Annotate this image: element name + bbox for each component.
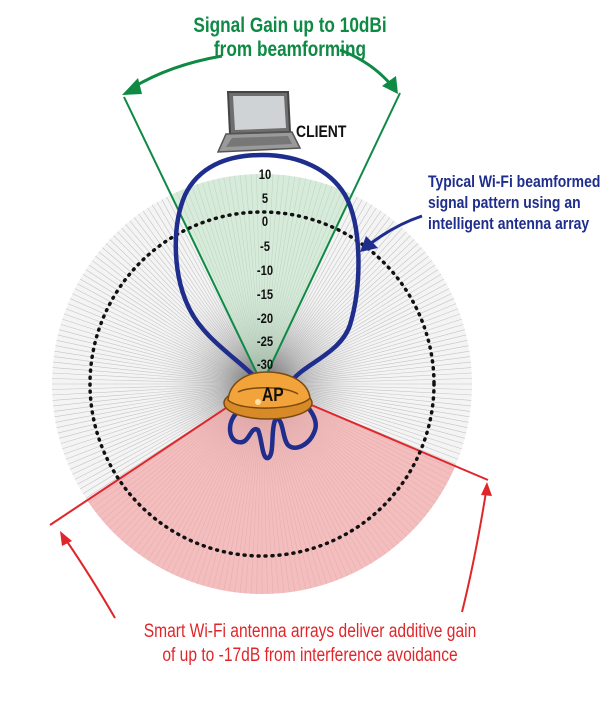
interference-arrow-left xyxy=(65,539,116,619)
reference-dotted-circle xyxy=(88,210,436,558)
scale-tick: 5 xyxy=(261,190,269,206)
pattern-pointer-arrow xyxy=(369,214,423,246)
scale-tick: -5 xyxy=(260,238,270,254)
beam-wedge-fill xyxy=(170,174,352,384)
pattern-caption-line3: intelligent antenna array xyxy=(428,214,590,233)
scale-tick: -20 xyxy=(256,310,274,326)
laptop-icon xyxy=(216,91,302,153)
interference-arrowhead-right xyxy=(481,482,492,496)
interference-caption-line2: of up to -17dB from interference avoidan… xyxy=(162,645,458,666)
access-point-icon xyxy=(223,371,313,420)
scale-tick: -15 xyxy=(256,286,274,302)
arrowhead-left xyxy=(122,78,142,95)
interference-arrowhead-left xyxy=(60,531,72,546)
scale-tick: -10 xyxy=(256,262,274,278)
interference-sector-fill xyxy=(87,384,456,595)
arrow-left xyxy=(131,54,223,90)
beam-gain-caption: Signal Gain up to 10dBi from beamforming xyxy=(175,14,405,62)
interference-caption: Smart Wi-Fi antenna arrays deliver addit… xyxy=(121,620,498,668)
arrowhead-right xyxy=(382,76,398,94)
pattern-caption: Typical Wi-Fi beamformed signal pattern … xyxy=(428,171,600,234)
beam-gain-caption-line1: Signal Gain up to 10dBi xyxy=(193,14,387,37)
pattern-caption-line1: Typical Wi-Fi beamformed xyxy=(428,172,601,191)
client-label: CLIENT xyxy=(296,122,347,141)
scale-tick: -30 xyxy=(256,356,274,372)
pattern-pointer-head xyxy=(360,236,378,252)
scale-tick: 10 xyxy=(258,166,272,182)
interference-arrow-right xyxy=(461,491,487,613)
pattern-caption-line2: signal pattern using an xyxy=(428,193,581,212)
beam-gain-caption-line2: from beamforming xyxy=(213,38,367,61)
beam-gain-arrows xyxy=(122,48,398,95)
interference-caption-line1: Smart Wi-Fi antenna arrays deliver addit… xyxy=(143,621,477,642)
beam-edge-right xyxy=(261,92,401,385)
scale-tick: -25 xyxy=(256,333,274,349)
ap-label: AP xyxy=(262,385,284,406)
scale-tick: 0 xyxy=(261,213,269,229)
beam-edge-left xyxy=(123,96,263,385)
